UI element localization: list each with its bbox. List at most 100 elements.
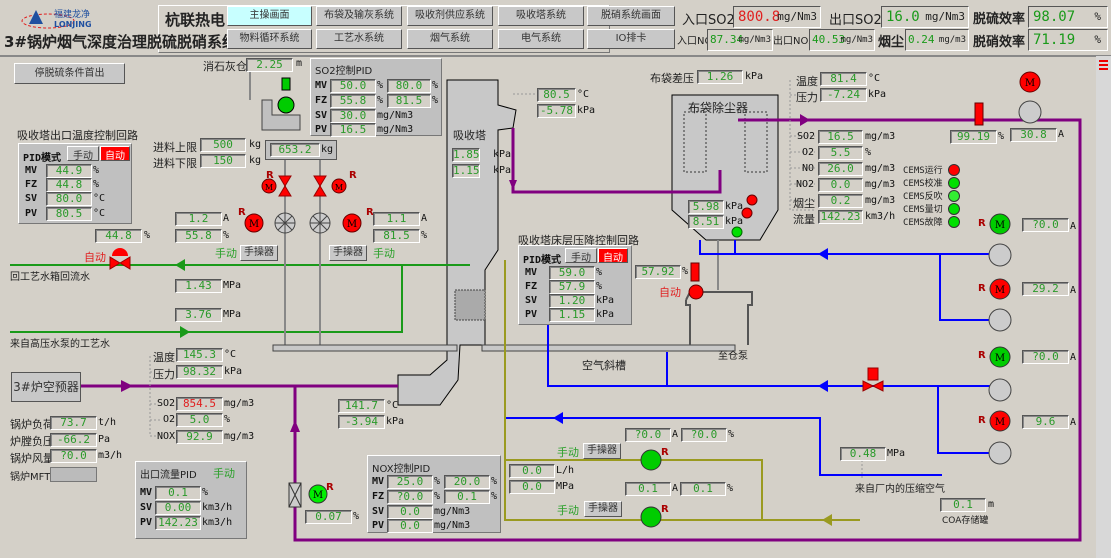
unit: °C (93, 193, 106, 204)
unit: A (421, 213, 428, 224)
coa-pump1-mode: 手动 (557, 446, 579, 459)
coa-tank-level: 0.1 (940, 498, 986, 512)
kpi-desulf-label: 脱硫效率 (973, 12, 1026, 27)
flow-arrow (180, 326, 190, 338)
nav-main[interactable]: 主操画面 (227, 6, 312, 26)
coa-pump2-handop-button[interactable]: 手操器 (584, 501, 622, 517)
coa-pump1-handop-button[interactable]: 手操器 (583, 443, 621, 459)
cems-no2: 0.0 (818, 178, 863, 192)
air-chute-label: 空气斜槽 (582, 359, 626, 372)
boiler-load: 73.7 (50, 416, 97, 430)
air-preheater-block[interactable]: 3#炉空预器 (11, 372, 81, 402)
system-title: 3#锅炉烟气深度治理脱硫脱硝系统 (4, 33, 238, 51)
cems-status-label: CEMS运行 (903, 166, 943, 176)
unit: °C (386, 400, 399, 411)
flow-sv[interactable]: 0.00 (155, 501, 201, 515)
flow-mv: 0.1 (155, 486, 201, 500)
water-valve-mode: 自动 (84, 251, 106, 264)
unit: % (432, 80, 439, 91)
actuator-icon (867, 367, 879, 381)
water-pressure-1: 1.43 (175, 279, 222, 293)
unit: mg/Nm3 (377, 124, 414, 135)
boiler-mft-label: 锅炉MFT (10, 472, 51, 483)
label: FZ (372, 491, 385, 502)
flow-pid-mode[interactable]: 手动 (213, 467, 235, 480)
feeder2-handop-button[interactable]: 手操器 (329, 245, 367, 261)
unit: mg/Nm3 (434, 506, 471, 517)
unit: % (596, 281, 603, 292)
stop-desulf-reason-button[interactable]: 停脱硫条件首出 (14, 63, 125, 84)
nav-bag[interactable]: 布袋及输灰系统 (316, 6, 402, 26)
unit: m3/h (98, 450, 123, 461)
unit: MPa (887, 448, 906, 459)
unit: A (223, 213, 230, 224)
feed-lower-limit[interactable]: 150 (200, 154, 246, 168)
status-light-icon (948, 177, 960, 189)
pump-valve-mode: 自动 (659, 286, 681, 299)
unit: kg (249, 139, 262, 150)
nav-flue[interactable]: 烟气系统 (407, 29, 493, 49)
svg-text:M: M (1025, 78, 1035, 89)
nav-absorbent[interactable]: 吸收剂供应系统 (407, 6, 493, 26)
outlet-temp-label: 温度 (796, 75, 818, 88)
nox-fz2: 0.1 (444, 490, 490, 504)
nox-pv: 0.0 (387, 519, 433, 533)
manual-button[interactable]: 手动 (565, 248, 597, 264)
bed-pv: 1.15 (549, 308, 595, 322)
flow-arrow (121, 380, 133, 392)
nav-material[interactable]: 物料循环系统 (227, 29, 312, 49)
nav-tower[interactable]: 吸收塔系统 (498, 6, 584, 26)
nav-io[interactable]: IO排卡 (587, 29, 675, 49)
valve-actuator-icon (112, 248, 128, 256)
flow-arrow (822, 514, 832, 526)
feed-upper-limit[interactable]: 500 (200, 138, 246, 152)
cems-status-item: CEMS运行 (903, 163, 963, 176)
feeder-motor-icon (277, 96, 295, 114)
svg-text:M: M (335, 183, 343, 192)
cems-no: 26.0 (818, 162, 863, 176)
nox-sv[interactable]: 0.0 (387, 505, 433, 519)
auto-button[interactable]: 自动 (598, 248, 628, 264)
unit: mg/m3 (938, 35, 966, 45)
blower-motor-icon (989, 213, 1011, 235)
scroll-thumb[interactable] (1099, 60, 1108, 62)
nav-denox[interactable]: 脱硝系统画面 (587, 6, 675, 26)
bed-sv[interactable]: 1.20 (549, 294, 595, 308)
temp-sv[interactable]: 80.0 (46, 192, 92, 206)
label: NOX (157, 431, 176, 442)
flow-arrow (509, 180, 517, 190)
outlet-pressure: -7.24 (820, 88, 867, 102)
pid-mode-label: PID模式 (523, 255, 562, 266)
coa-pump2-speed: 0.1 (680, 482, 726, 496)
label: NO (801, 163, 814, 174)
nav-electric[interactable]: 电气系统 (498, 29, 584, 49)
auto-button[interactable]: 自动 (100, 146, 130, 162)
bed-pid-panel: PID模式 手动 自动 MV FZ SV PV 59.0 % 57.9 % 1.… (518, 245, 632, 325)
bag-filter-label: 布袋除尘器 (688, 101, 749, 115)
unit: °C (224, 349, 237, 360)
coa-pump-icon (640, 506, 662, 528)
unit: kPa (596, 295, 615, 306)
absorber-tower-label: 吸收塔 (453, 129, 486, 142)
flow-arrow (800, 114, 810, 126)
label: FZ (25, 179, 38, 190)
manual-button[interactable]: 手动 (67, 146, 99, 162)
bed-fz: 57.9 (549, 280, 595, 294)
nav-water[interactable]: 工艺水系统 (316, 29, 402, 49)
label: SV (372, 506, 385, 517)
label: SV (525, 295, 538, 306)
feeder1-handop-button[interactable]: 手操器 (240, 245, 278, 261)
boiler-air-label: 锅炉风量 (10, 452, 54, 465)
so2-sv[interactable]: 30.0 (330, 109, 376, 123)
feeder1-speed: 55.8 (175, 229, 222, 243)
coa-pump2-current: 0.1 (625, 482, 671, 496)
label: PV (315, 124, 328, 135)
unit: kg (249, 155, 262, 166)
water-pressure-2: 3.76 (175, 308, 222, 322)
unit: % (1094, 10, 1101, 23)
scrollbar[interactable] (1096, 56, 1111, 558)
